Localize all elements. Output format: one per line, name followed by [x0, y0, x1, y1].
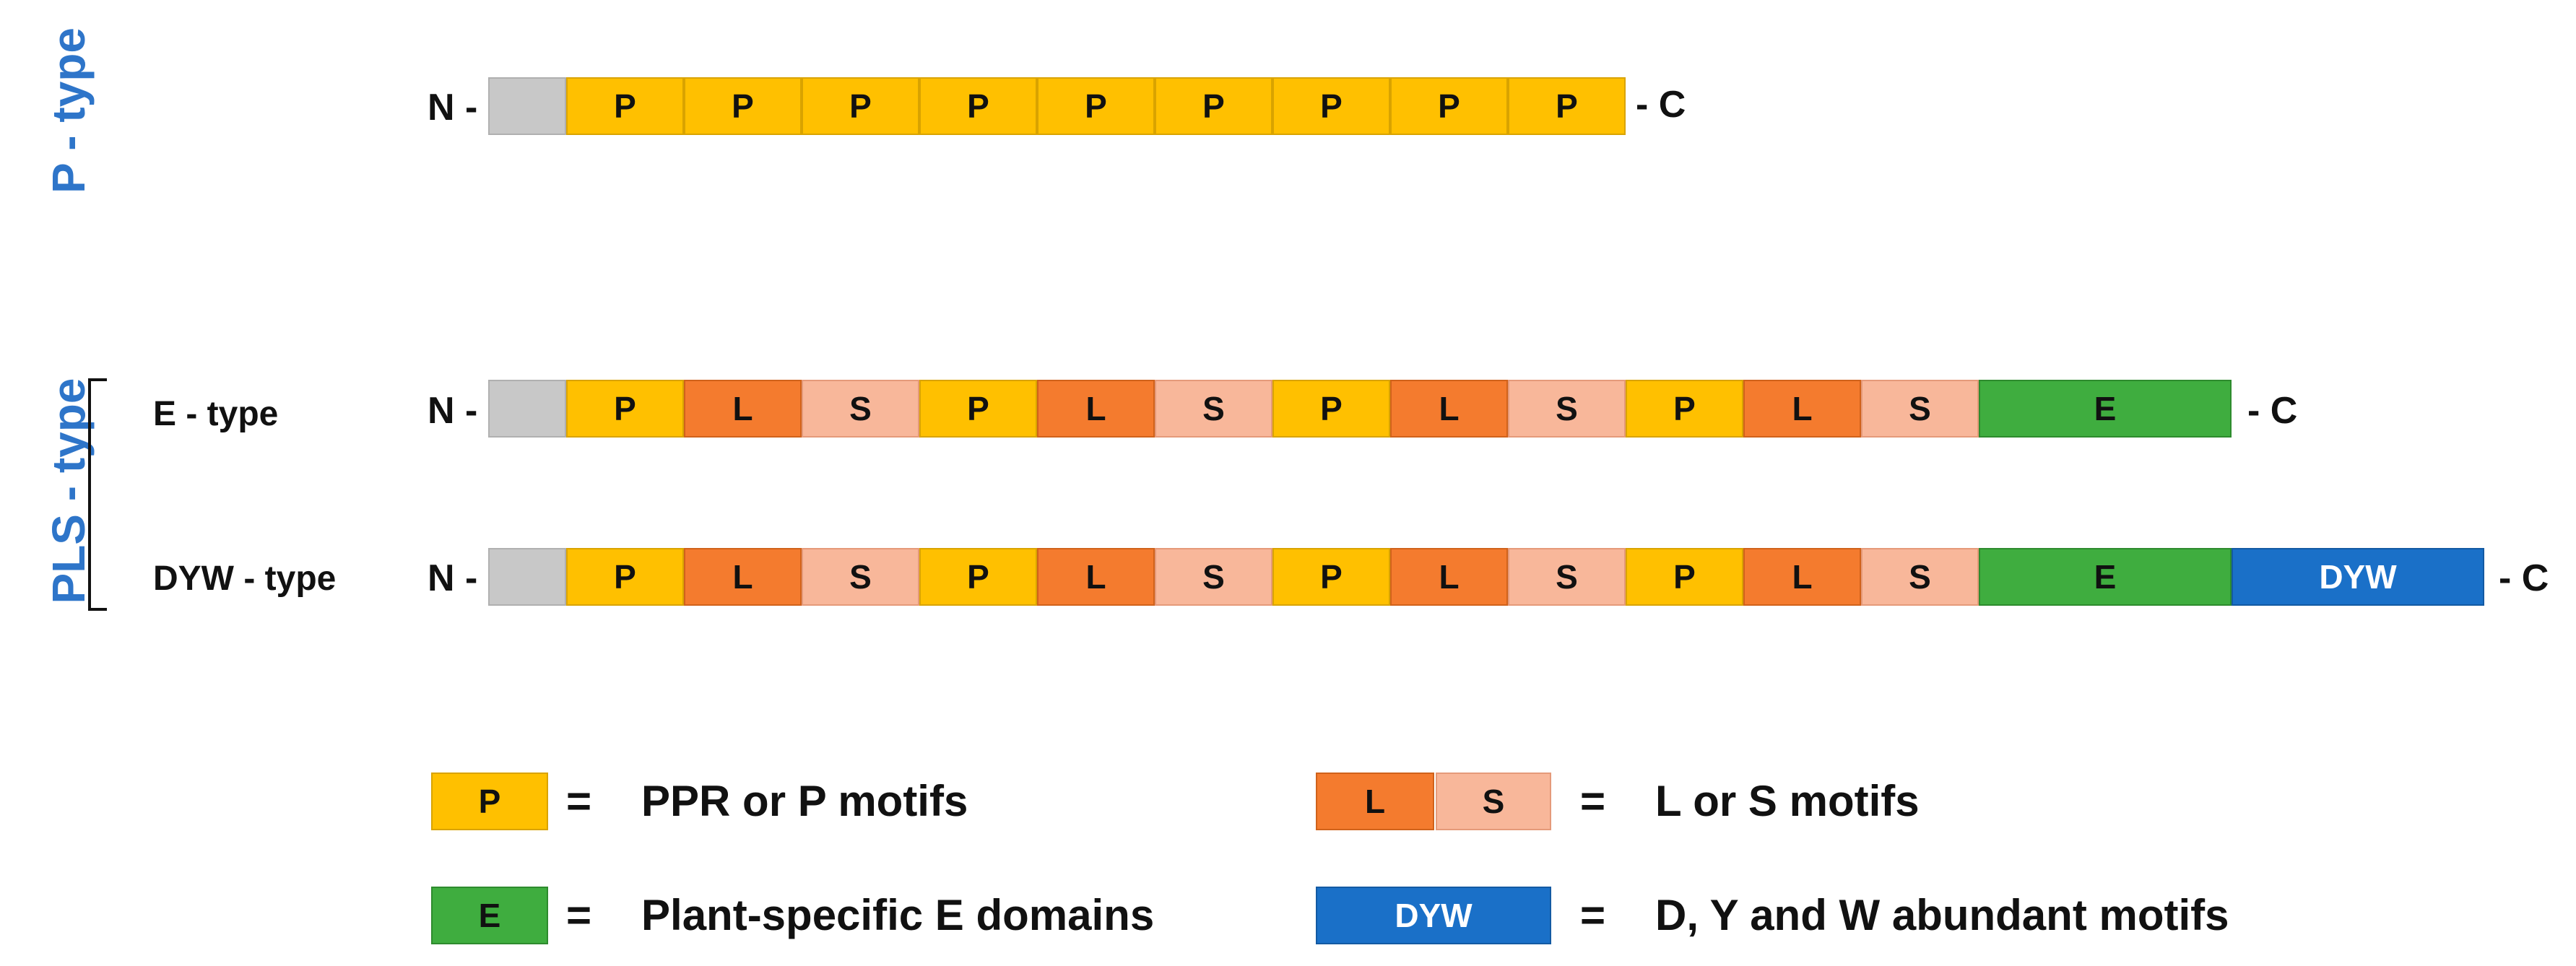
- n-terminus-dyw-row: N -: [428, 557, 478, 599]
- n-terminus-p-row: N -: [428, 87, 478, 129]
- legend-dyw-text: D, Y and W abundant motifs: [1655, 891, 2229, 939]
- domain-p-box: P: [566, 380, 684, 438]
- e-type-track: NPLSPLSPLSPLSE: [488, 380, 2232, 438]
- domain-p-box: P: [684, 77, 802, 135]
- domain-p-box: P: [566, 77, 684, 135]
- c-terminus-dyw-row: - C: [2499, 557, 2549, 599]
- legend-dyw-box: DYW: [1316, 887, 1551, 944]
- domain-p-box: P: [919, 77, 1037, 135]
- domain-l-box: L: [684, 380, 802, 438]
- domain-e-box: E: [1979, 380, 2232, 438]
- domain-p-box: P: [919, 548, 1037, 606]
- c-terminus-p-row: - C: [1636, 84, 1686, 126]
- domain-p-box: P: [1390, 77, 1508, 135]
- pls-bracket: [88, 378, 107, 611]
- domain-s-box: S: [1155, 380, 1272, 438]
- legend-ls-equals: =: [1580, 777, 1606, 825]
- legend-p-equals: =: [566, 777, 592, 825]
- domain-l-box: L: [684, 548, 802, 606]
- domain-p-box: P: [1626, 380, 1743, 438]
- p-type-track: NPPPPPPPPP: [488, 77, 1626, 135]
- domain-n-box: N: [488, 548, 566, 606]
- domain-l-box: L: [1390, 548, 1508, 606]
- domain-n-box: N: [488, 380, 566, 438]
- domain-s-box: S: [1155, 548, 1272, 606]
- domain-s-box: S: [1508, 548, 1626, 606]
- dyw-type-label: DYW - type: [153, 560, 337, 598]
- dyw-type-track: NPLSPLSPLSPLSEDYW: [488, 548, 2484, 606]
- domain-s-box: S: [1861, 380, 1979, 438]
- legend-e-text: Plant-specific E domains: [641, 891, 1155, 939]
- legend-p-text: PPR or P motifs: [641, 777, 968, 825]
- domain-s-box: S: [1861, 548, 1979, 606]
- domain-s-box: S: [802, 380, 919, 438]
- domain-p-box: P: [1272, 380, 1390, 438]
- domain-p-box: P: [1272, 77, 1390, 135]
- domain-l-box: L: [1037, 548, 1155, 606]
- domain-n-box: N: [488, 77, 566, 135]
- legend-e-equals: =: [566, 891, 592, 939]
- domain-p-box: P: [566, 548, 684, 606]
- legend-l-box: L: [1316, 773, 1434, 830]
- legend-e-box: E: [431, 887, 548, 944]
- domain-p-box: P: [1508, 77, 1626, 135]
- domain-l-box: L: [1037, 380, 1155, 438]
- domain-s-box: S: [802, 548, 919, 606]
- domain-p-box: P: [802, 77, 919, 135]
- domain-p-box: P: [1272, 548, 1390, 606]
- domain-l-box: L: [1743, 380, 1861, 438]
- domain-p-box: P: [1037, 77, 1155, 135]
- n-terminus-e-row: N -: [428, 390, 478, 432]
- c-terminus-e-row: - C: [2247, 390, 2298, 432]
- domain-p-box: P: [1155, 77, 1272, 135]
- legend-p-box: P: [431, 773, 548, 830]
- domain-dyw-box: DYW: [2232, 548, 2484, 606]
- p-type-label: P - type: [43, 27, 95, 193]
- domain-l-box: L: [1743, 548, 1861, 606]
- domain-l-box: L: [1390, 380, 1508, 438]
- e-type-label: E - type: [153, 395, 279, 433]
- domain-p-box: P: [919, 380, 1037, 438]
- domain-e-box: E: [1979, 548, 2232, 606]
- domain-s-box: S: [1508, 380, 1626, 438]
- legend-s-box: S: [1436, 773, 1551, 830]
- legend-dyw-equals: =: [1580, 891, 1606, 939]
- legend-ls-text: L or S motifs: [1655, 777, 1920, 825]
- domain-p-box: P: [1626, 548, 1743, 606]
- pls-type-label: PLS - type: [43, 378, 95, 604]
